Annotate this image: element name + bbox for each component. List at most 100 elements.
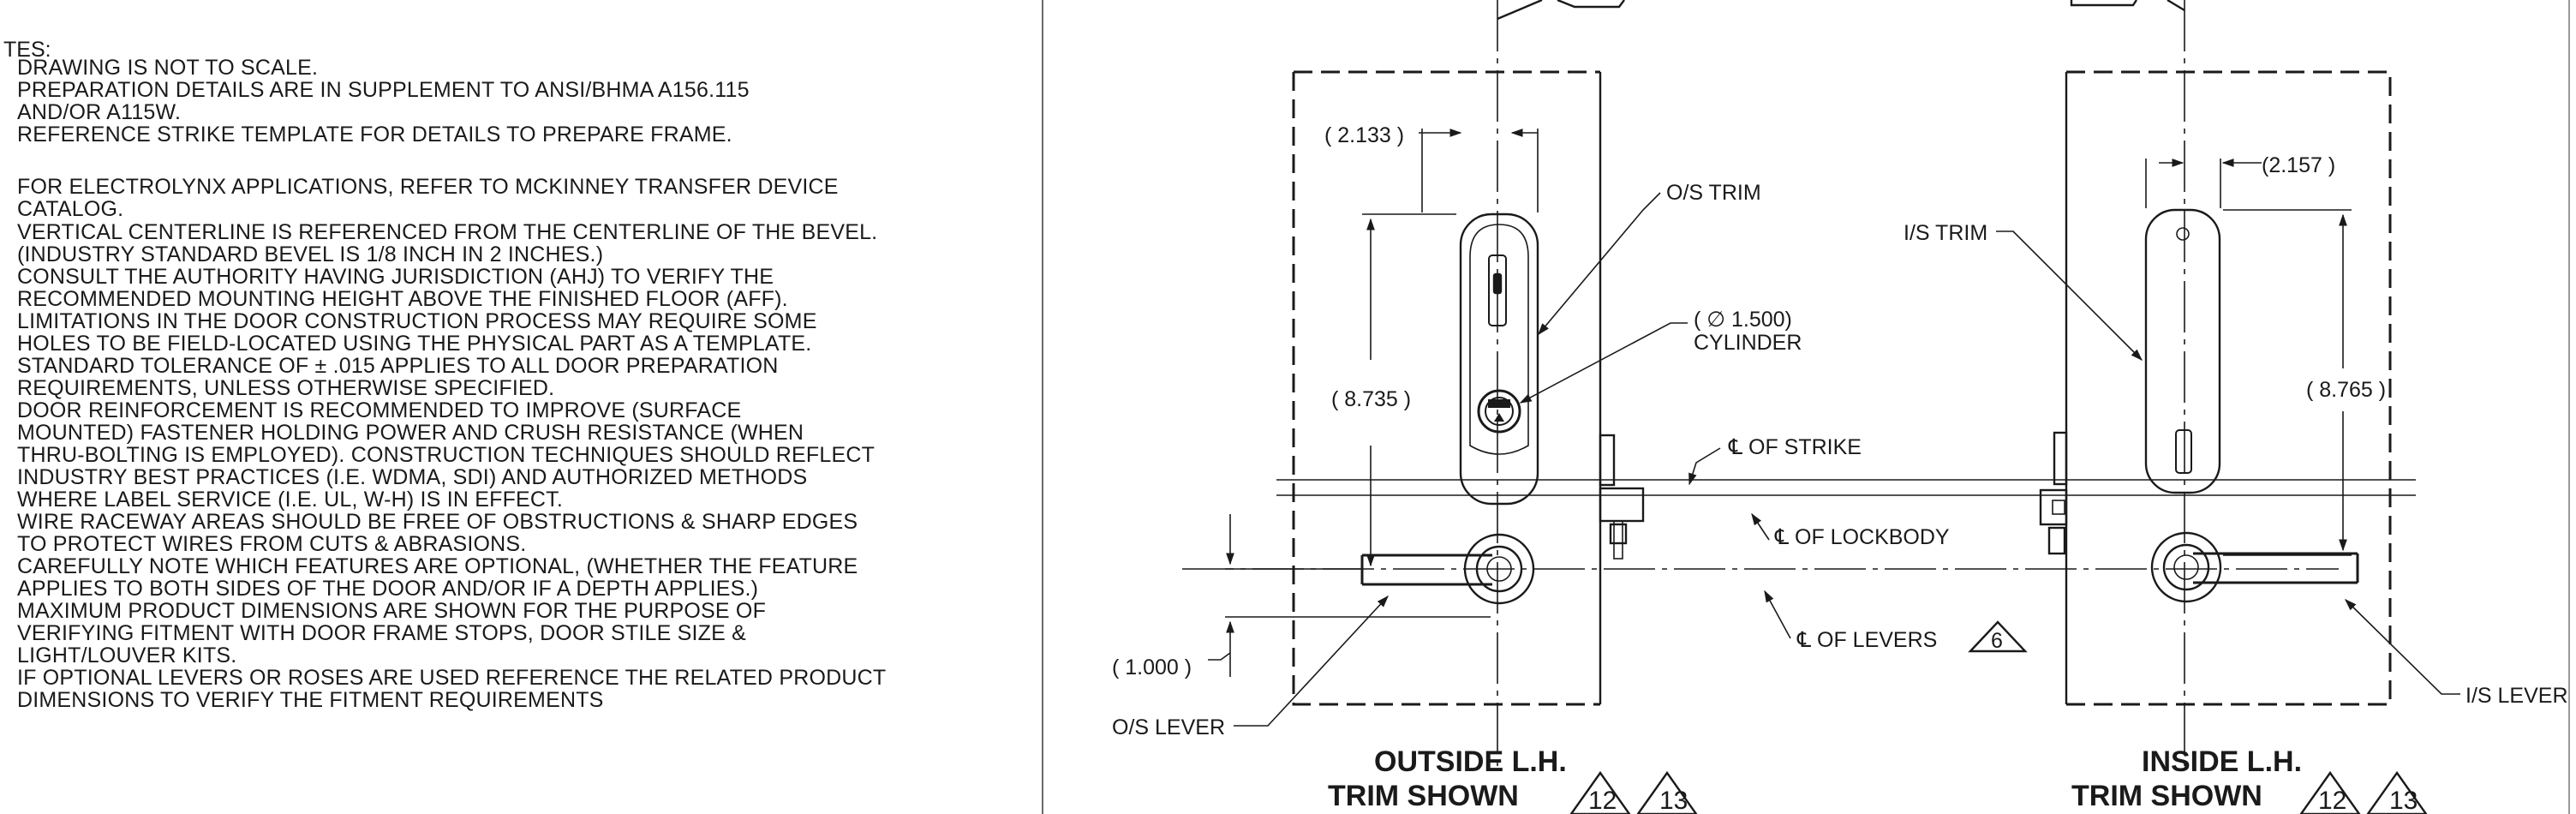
os-trim-leader: [1538, 192, 1661, 336]
dim-8735-label: ( 8.735 ): [1331, 387, 1411, 411]
delta-os-12: [1569, 770, 1631, 814]
note-line: WIRE RACEWAY AREAS SHOULD BE FREE OF OBS…: [17, 510, 858, 534]
note-line: DOOR REINFORCEMENT IS RECOMMENDED TO IMP…: [17, 398, 742, 422]
outside-top-leader: [1497, 0, 1543, 21]
outside-title-line1: OUTSIDE L.H.: [1374, 745, 1567, 778]
note-line: TO PROTECT WIRES FROM CUTS & ABRASIONS.: [17, 532, 527, 556]
dim-1000-label: ( 1.000 ): [1112, 655, 1192, 679]
inside-latch-detail: [2052, 500, 2065, 515]
cylinder-label: CYLINDER: [1694, 331, 1802, 355]
dim-1000-leader: [1208, 652, 1231, 661]
note-line: LIGHT/LOUVER KITS.: [17, 643, 237, 667]
centerline-levers-label: ℄ OF LEVERS: [1796, 628, 1937, 652]
delta-is-12: [2299, 770, 2361, 814]
delta-os-13-label: 13: [1659, 787, 1688, 814]
note-line: HOLES TO BE FIELD-LOCATED USING THE PHYS…: [17, 332, 812, 356]
note-line: REQUIREMENTS, UNLESS OTHERWISE SPECIFIED…: [17, 376, 555, 400]
note-line: IF OPTIONAL LEVERS OR ROSES ARE USED REF…: [17, 666, 887, 690]
dim-8765-label: ( 8.765 ): [2306, 378, 2386, 402]
cylinder-dim-label: ( ∅ 1.500): [1694, 308, 1792, 332]
is-lever-leader: [2345, 599, 2460, 695]
inside-title-line1: INSIDE L.H.: [2142, 745, 2302, 778]
inside-rose-hub: [2173, 554, 2199, 580]
outside-top-delta: [1557, 0, 1625, 9]
outside-trim-inner: [1469, 224, 1529, 455]
delta-is-12-label: 12: [2318, 787, 2346, 814]
centerline-strike-label: ℄ OF STRIKE: [1728, 435, 1862, 459]
delta-is-13-label: 13: [2389, 787, 2418, 814]
outside-title-line2: TRIM SHOWN: [1328, 780, 1519, 812]
cylinder-logo: [1494, 413, 1504, 422]
dim-2157-label: (2.157 ): [2262, 153, 2335, 177]
delta-lever-note: [1968, 620, 2028, 653]
dim-2133-label: ( 2.133 ): [1324, 123, 1404, 147]
outside-lever: [1360, 554, 1492, 586]
latch-bolt: [1599, 487, 1645, 523]
inside-top-leader: [2167, 0, 2185, 12]
inside-lever: [2193, 552, 2359, 584]
note-line: REFERENCE STRIKE TEMPLATE FOR DETAILS TO…: [17, 123, 732, 147]
note-line: APPLIES TO BOTH SIDES OF THE DOOR AND/OR…: [17, 577, 759, 601]
lockbody-leader: [1751, 512, 1770, 541]
notes-panel: TES: DRAWING IS NOT TO SCALE.PREPARATION…: [0, 0, 1045, 814]
note-line: (INDUSTRY STANDARD BEVEL IS 1/8 INCH IN …: [17, 242, 604, 266]
centerline-lockbody-label: ℄ OF LOCKBODY: [1774, 525, 1950, 549]
inside-trim-screw: [2176, 227, 2190, 241]
card-reader-window: [1492, 272, 1503, 295]
os-lever-label: O/S LEVER: [1112, 715, 1225, 739]
inside-top-delta: [2070, 0, 2137, 7]
inside-title-line2: TRIM SHOWN: [2071, 780, 2262, 812]
inside-door-outline: [2066, 70, 2392, 706]
note-line: CAREFULLY NOTE WHICH FEATURES ARE OPTION…: [17, 554, 858, 578]
panel-divider: [1042, 0, 1043, 814]
cylinder-leader: [1519, 322, 1688, 404]
notes-header: TES:: [3, 38, 51, 62]
card-slot: [1488, 254, 1507, 326]
note-line: CATALOG.: [17, 197, 124, 221]
delta-os-12-label: 12: [1588, 787, 1617, 814]
inside-deadlatch: [2047, 526, 2066, 555]
note-line: VERTICAL CENTERLINE IS REFERENCED FROM T…: [17, 220, 878, 244]
delta-os-13: [1636, 770, 1698, 814]
os-lever-leader: [1234, 595, 1389, 727]
deadlatch: [1609, 523, 1628, 545]
cylinder: [1477, 389, 1521, 434]
cylinder-face: [1485, 397, 1514, 426]
sheet-edge: [2568, 0, 2570, 814]
note-line: THRU-BOLTING IS EMPLOYED). CONSTRUCTION …: [17, 443, 876, 467]
delta-is-13: [2366, 770, 2428, 814]
levers-leader: [1764, 590, 1791, 639]
note-line: DRAWING IS NOT TO SCALE.: [17, 56, 319, 80]
delta-lever-note-label: 6: [1991, 629, 2003, 653]
strike-edge: [1613, 520, 1623, 560]
is-lever-label: I/S LEVER: [2465, 684, 2568, 708]
inside-trim-plate: [2144, 208, 2221, 494]
note-line: AND/OR A115W.: [17, 100, 182, 124]
centerline-strike: [1276, 479, 2416, 496]
note-line: RECOMMENDED MOUNTING HEIGHT ABOVE THE FI…: [17, 287, 788, 311]
inside-rose-inner: [2162, 543, 2210, 591]
note-line: STANDARD TOLERANCE OF ± .015 APPLIES TO …: [17, 354, 779, 378]
note-line: MOUNTED) FASTENER HOLDING POWER AND CRUS…: [17, 421, 804, 445]
inside-rose: [2150, 531, 2222, 603]
note-line: VERIFYING FITMENT WITH DOOR FRAME STOPS,…: [17, 621, 747, 645]
lockbody-faceplate: [1599, 434, 1616, 487]
note-line: FOR ELECTROLYNX APPLICATIONS, REFER TO M…: [17, 175, 839, 199]
thumbturn: [2175, 429, 2192, 474]
inside-latch-bolt: [2039, 488, 2068, 526]
note-line: PREPARATION DETAILS ARE IN SUPPLEMENT TO…: [17, 78, 750, 102]
inside-lockbody-faceplate: [2053, 431, 2068, 486]
note-line: DIMENSIONS TO VERIFY THE FITMENT REQUIRE…: [17, 688, 604, 712]
is-trim-leader: [1996, 230, 2143, 361]
outside-trim-plate: [1459, 212, 1539, 506]
note-line: LIMITATIONS IN THE DOOR CONSTRUCTION PRO…: [17, 309, 817, 333]
is-trim-label: I/S TRIM: [1904, 221, 1987, 245]
note-line: CONSULT THE AUTHORITY HAVING JURISDICTIO…: [17, 265, 774, 289]
note-line: WHERE LABEL SERVICE (I.E. UL, W-H) IS IN…: [17, 488, 564, 512]
cylinder-keyway: [1488, 399, 1510, 408]
note-line: MAXIMUM PRODUCT DIMENSIONS ARE SHOWN FOR…: [17, 599, 767, 623]
os-trim-label: O/S TRIM: [1666, 181, 1761, 205]
strike-leader: [1688, 447, 1721, 486]
note-line: INDUSTRY BEST PRACTICES (I.E. WDMA, SDI)…: [17, 465, 808, 489]
